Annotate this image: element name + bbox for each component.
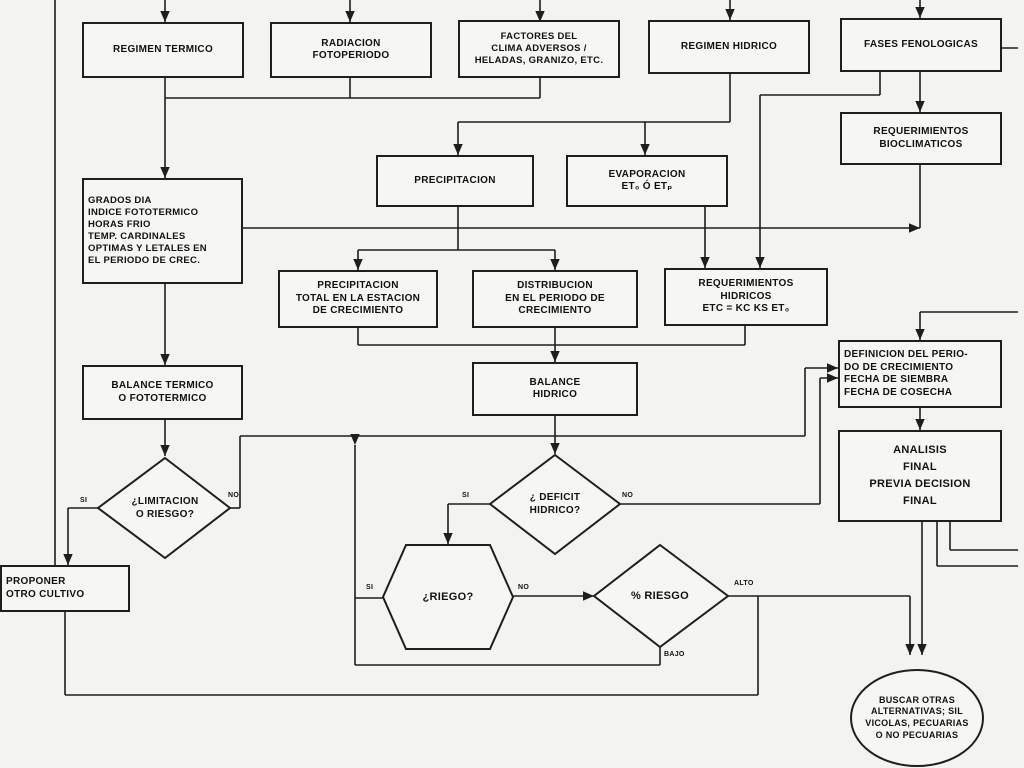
label-limitacion-no: NO	[228, 492, 240, 499]
label-riesgo-alto: ALTO	[734, 580, 754, 587]
terminal-buscar-shape	[850, 669, 984, 767]
decision-riesgo-shape	[592, 543, 730, 649]
label-riesgo-bajo: BAJO	[664, 651, 685, 658]
decision-riesgo-text: % RIESGO	[630, 589, 690, 602]
node-regimen-termico: REGIMEN TERMICO	[82, 22, 244, 78]
node-evaporacion: EVAPORACION ET₀ ó ETₚ	[566, 155, 728, 207]
label-deficit-si: SI	[462, 492, 470, 499]
decision-riego-shape	[381, 544, 515, 650]
node-balance-hidrico: BALANCE HIDRICO	[472, 362, 638, 416]
node-radiacion-fotoperiodo: RADIACION FOTOPERIODO	[270, 22, 432, 78]
label-deficit-no: NO	[622, 492, 634, 499]
label-riego-si: SI	[366, 584, 374, 591]
node-balance-termico: BALANCE TERMICO O FOTOTERMICO	[82, 365, 243, 420]
node-distribucion: DISTRIBUCION EN EL PERIODO DE CRECIMIENT…	[472, 270, 638, 328]
node-precipitacion-total: PRECIPITACION TOTAL EN LA ESTACION DE CR…	[278, 270, 438, 328]
decision-riego-text: ¿RIEGO?	[422, 590, 474, 603]
label-limitacion-si: SI	[80, 497, 88, 504]
decision-limitacion-shape	[96, 456, 232, 560]
node-fases-fenologicas: FASES FENOLOGICAS	[840, 18, 1002, 72]
node-regimen-hidrico: REGIMEN HIDRICO	[648, 20, 810, 74]
decision-deficit-text: ¿ DEFICIT HIDRICO?	[529, 492, 581, 516]
node-requerimientos-hidricos: REQUERIMIENTOS HIDRICOS ETc = Kc Ks ET₀	[664, 268, 828, 326]
node-requerimientos-bioclimaticos: REQUERIMIENTOS BIOCLIMATICOS	[840, 112, 1002, 165]
node-grados-dia: GRADOS DIA INDICE FOTOTERMICO HORAS FRIO…	[82, 178, 243, 284]
decision-deficit-shape	[488, 453, 622, 556]
label-riego-no: NO	[518, 584, 530, 591]
node-proponer-otro-cultivo: PROPONER OTRO CULTIVO	[0, 565, 130, 612]
node-factores-clima: FACTORES DEL CLIMA ADVERSOS / HELADAS, G…	[458, 20, 620, 78]
node-analisis-final: ANALISIS FINAL PREVIA DECISION FINAL	[838, 430, 1002, 522]
node-definicion-periodo: DEFINICION DEL PERIO- DO DE CRECIMIENTO …	[838, 340, 1002, 408]
decision-limitacion-text: ¿LIMITACION O RIESGO?	[131, 496, 199, 520]
terminal-buscar-text: BUSCAR OTRAS ALTERNATIVAS; SIL VICOLAS, …	[865, 694, 969, 740]
node-precipitacion: PRECIPITACION	[376, 155, 534, 207]
